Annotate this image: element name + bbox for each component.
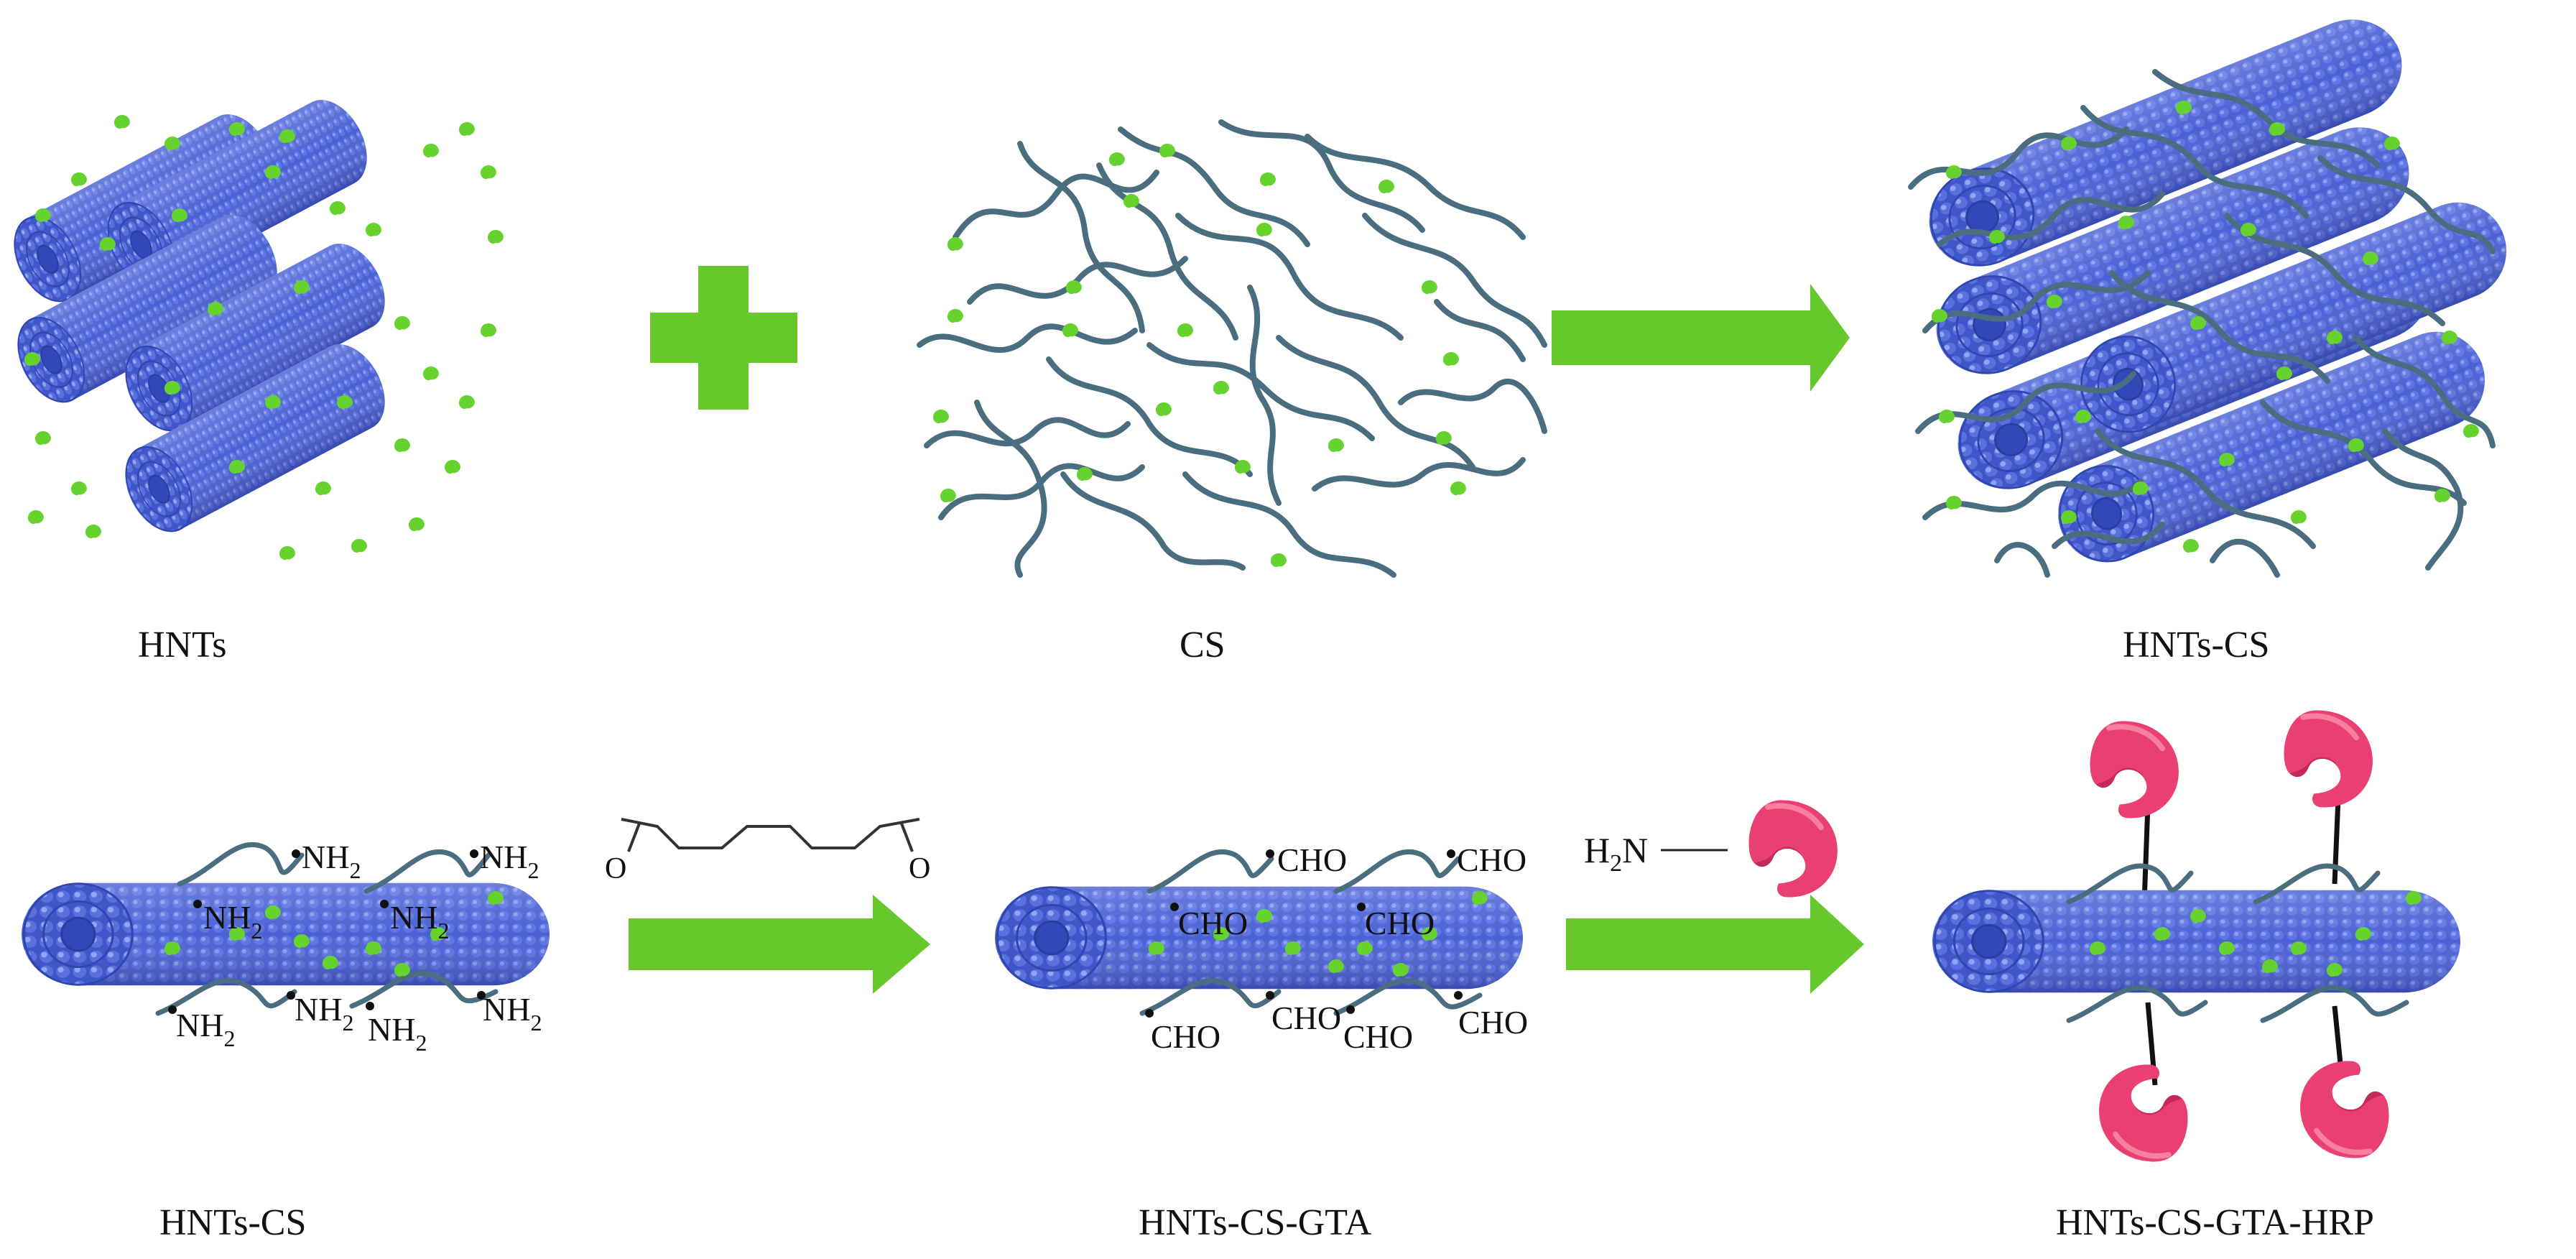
amine-label: NH2 [368, 1011, 427, 1056]
hnts-cs-composite [1908, 2, 2522, 578]
glutaraldehyde-structure: O O [605, 818, 930, 885]
caption-hnts-cs-gta: HNTs-CS-GTA [1139, 1202, 1372, 1243]
amine-label: NH2 [390, 899, 449, 944]
hrp-enzyme-icon [1749, 801, 1838, 898]
amine-label: NH2 [295, 991, 353, 1036]
caption-hnts: HNTs [138, 624, 227, 665]
amine-label: NH2 [203, 899, 262, 944]
aldehyde-label: CHO [1271, 1000, 1341, 1036]
arrow-bottom-2 [1566, 895, 1864, 994]
arrow-bottom-1 [629, 895, 930, 994]
amine-labels: NH2 NH2 NH2 NH2 NH2 NH2 NH2 NH2 [168, 839, 542, 1056]
caption-hnts-cs-bottom: HNTs-CS [159, 1202, 307, 1243]
hrp-enzyme-icon [2099, 1064, 2187, 1161]
amine-label: NH2 [483, 991, 542, 1036]
aldehyde-label: CHO [1151, 1018, 1220, 1055]
aldehyde-label: CHO [1343, 1018, 1413, 1055]
hrp-enzyme-icon [2300, 1061, 2389, 1158]
amine-label: NH2 [302, 839, 361, 883]
caption-hnts-cs-gta-hrp: HNTs-CS-GTA-HRP [2056, 1202, 2374, 1243]
hnts-cs-amine [20, 841, 551, 1016]
hrp-enzyme-icon [2284, 711, 2373, 808]
hrp-reagent: H2N [1584, 801, 1838, 898]
cs-polymer-network [917, 119, 1547, 578]
aldehyde-label: CHO [1365, 905, 1435, 941]
hrp-enzyme-icon [2090, 721, 2179, 818]
hnts-bundle [0, 87, 504, 561]
hnts-cs-gta-hrp-product [1931, 711, 2462, 1162]
enzyme-amine-label: H2N [1584, 830, 1648, 877]
aldehyde-label: CHO [1277, 841, 1347, 878]
aldehyde-label: CHO [1178, 905, 1248, 941]
arrow-top [1552, 284, 1850, 392]
amine-label: NH2 [480, 839, 539, 883]
caption-hnts-cs-top: HNTs-CS [2123, 624, 2270, 665]
gta-oxygen-left: O [605, 852, 626, 885]
aldehyde-labels: CHO CHO CHO CHO CHO CHO CHO CHO [1145, 841, 1528, 1055]
caption-cs: CS [1180, 624, 1226, 665]
aldehyde-label: CHO [1457, 841, 1526, 878]
plus-sign [650, 266, 797, 410]
aldehyde-label: CHO [1458, 1004, 1528, 1041]
hnts-cs-gta-aldehyde [993, 849, 1524, 1016]
amine-label: NH2 [176, 1007, 235, 1051]
gta-oxygen-right: O [909, 852, 930, 885]
